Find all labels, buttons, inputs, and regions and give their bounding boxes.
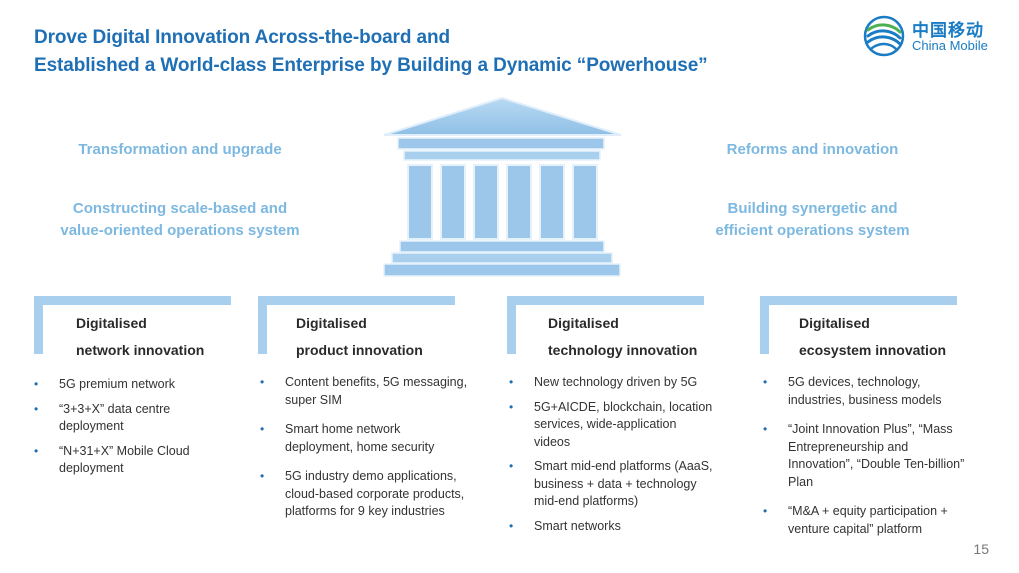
card-title-line-2: technology innovation (548, 342, 698, 358)
bullet-icon: • (34, 377, 39, 391)
temple-entablature-bottom (403, 150, 601, 161)
card-title-line-1: Digitalised (76, 315, 147, 331)
slide-title-line-1: Drove Digital Innovation Across-the-boar… (34, 27, 451, 48)
bullet-icon: • (509, 459, 514, 473)
temple-illustration (383, 96, 622, 277)
bullet-icon: • (260, 422, 265, 436)
list-item: •5G premium network (34, 376, 219, 394)
card-accent-bar (507, 296, 704, 305)
bullet-icon: • (763, 504, 768, 518)
bullet-icon: • (763, 375, 768, 389)
card-title: Digitalised technology innovation (548, 310, 697, 364)
label-operations-system-right: Building synergetic and efficient operat… (695, 198, 930, 242)
card-title-line-1: Digitalised (548, 315, 619, 331)
card-accent-bar (34, 296, 231, 305)
bullet-list-network: •5G premium network •“3+3+X” data centre… (34, 376, 219, 485)
card-title-line-2: network innovation (76, 342, 205, 358)
card-accent-side (258, 296, 267, 354)
list-item: •“N+31+X” Mobile Cloud deployment (34, 443, 190, 476)
logo-english-text: China Mobile (912, 38, 988, 53)
card-accent-side (34, 296, 43, 354)
bullet-list-ecosystem: •5G devices, technology, industries, bus… (763, 374, 968, 545)
list-item: •Smart mid-end platforms (AaaS, business… (509, 459, 713, 508)
card-product-innovation: Digitalised product innovation (258, 296, 455, 358)
list-item: •Smart networks (509, 518, 714, 536)
bullet-icon: • (34, 443, 39, 458)
temple-columns (407, 164, 598, 240)
bullet-list-technology: •New technology driven by 5G •5G+AICDE, … (509, 374, 714, 542)
label-transformation: Transformation and upgrade (78, 141, 282, 158)
temple-step-3 (383, 263, 621, 277)
card-network-innovation: Digitalised network innovation (34, 296, 231, 358)
temple-roof (383, 96, 622, 136)
slide-title-line-2: Established a World-class Enterprise by … (34, 55, 708, 76)
list-item: •Content benefits, 5G messaging, super S… (260, 375, 468, 407)
label-operations-system-left-line-2: value-oriented operations system (60, 222, 300, 239)
bullet-icon: • (34, 401, 39, 416)
list-item: •5G devices, technology, industries, bus… (763, 375, 942, 407)
label-operations-system-left: Constructing scale-based and value-orien… (45, 198, 315, 242)
label-operations-system-left-line-1: Constructing scale-based and (72, 200, 288, 217)
bullet-icon: • (260, 375, 265, 389)
card-ecosystem-innovation: Digitalised ecosystem innovation (760, 296, 957, 358)
label-reforms: Reforms and innovation (726, 141, 899, 158)
card-title: Digitalised ecosystem innovation (799, 310, 946, 364)
slide-title: Drove Digital Innovation Across-the-boar… (34, 24, 708, 80)
card-accent-side (760, 296, 769, 354)
bullet-list-product: •Content benefits, 5G messaging, super S… (260, 374, 470, 528)
card-title-line-2: ecosystem innovation (799, 342, 947, 358)
card-accent-bar (258, 296, 455, 305)
bullet-icon: • (509, 375, 514, 389)
page-number: 15 (973, 541, 989, 557)
temple-step-2 (391, 252, 613, 264)
china-mobile-logo-icon (863, 15, 905, 57)
label-operations-system-right-line-1: Building synergetic and (727, 200, 898, 217)
card-title-line-2: product innovation (296, 342, 423, 358)
card-accent-side (507, 296, 516, 354)
list-item: •“Joint Innovation Plus”, “Mass Entrepre… (763, 422, 965, 489)
bullet-icon: • (509, 518, 514, 533)
card-title: Digitalised network innovation (76, 310, 204, 364)
list-item: •“M&A + equity participation + venture c… (763, 504, 948, 536)
list-item: •Smart home network deployment, home sec… (260, 422, 435, 454)
list-item: •“3+3+X” data centre deployment (34, 401, 171, 434)
bullet-icon: • (763, 422, 768, 436)
china-mobile-logo: 中国移动 China Mobile (862, 14, 1002, 60)
card-title: Digitalised product innovation (296, 310, 423, 364)
card-title-line-1: Digitalised (799, 315, 870, 331)
card-accent-bar (760, 296, 957, 305)
list-item: •5G+AICDE, blockchain, location services… (509, 399, 713, 449)
logo-chinese-text: 中国移动 (912, 21, 984, 41)
temple-entablature-top (397, 137, 605, 150)
card-technology-innovation: Digitalised technology innovation (507, 296, 704, 358)
bullet-icon: • (260, 469, 265, 483)
bullet-icon: • (509, 399, 514, 414)
label-operations-system-right-line-2: efficient operations system (715, 222, 910, 239)
list-item: •New technology driven by 5G (509, 374, 714, 392)
card-title-line-1: Digitalised (296, 315, 367, 331)
temple-step-1 (399, 240, 605, 253)
list-item: •5G industry demo applications, cloud-ba… (260, 469, 465, 518)
